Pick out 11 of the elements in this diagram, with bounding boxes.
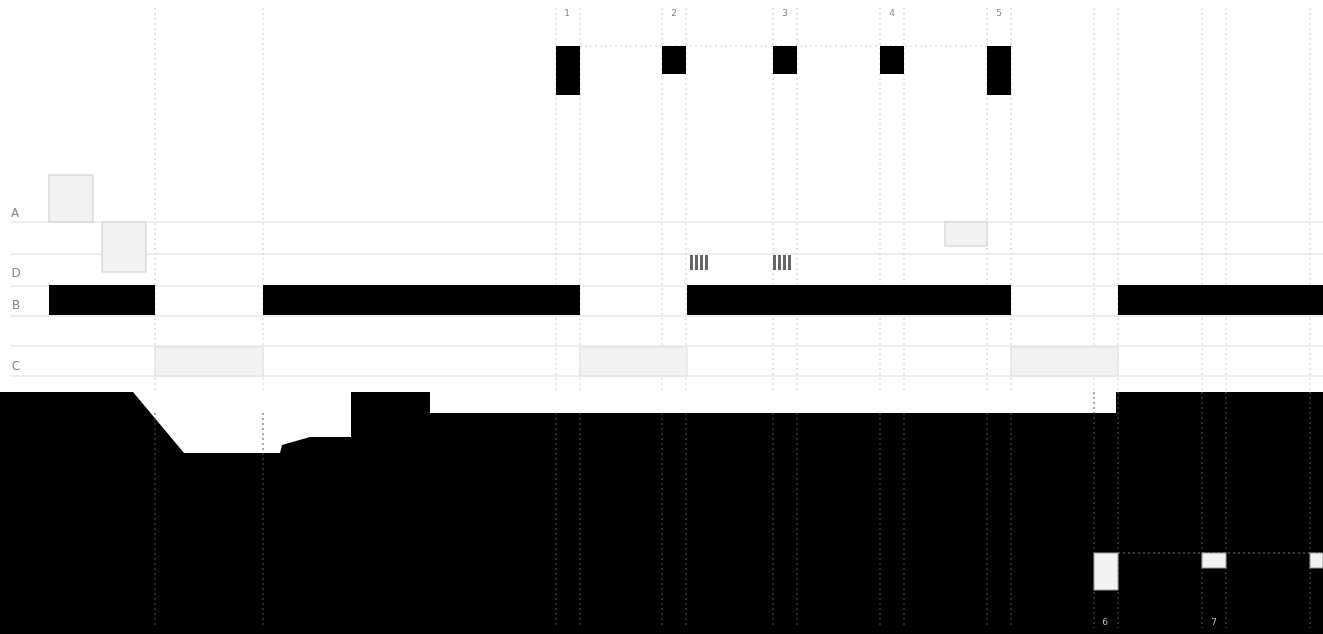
number-label: 4 [889, 8, 895, 18]
number-label: 7 [1211, 617, 1217, 627]
number-label: 5 [996, 8, 1002, 18]
row-label: A [10, 207, 20, 219]
row-label: D [11, 267, 21, 279]
number-label: 6 [1102, 617, 1108, 627]
number-label: 2 [671, 8, 677, 18]
row-label: B [11, 299, 21, 311]
number-label: 3 [782, 8, 788, 18]
row-label: C [11, 360, 21, 372]
number-label: 1 [564, 8, 570, 18]
